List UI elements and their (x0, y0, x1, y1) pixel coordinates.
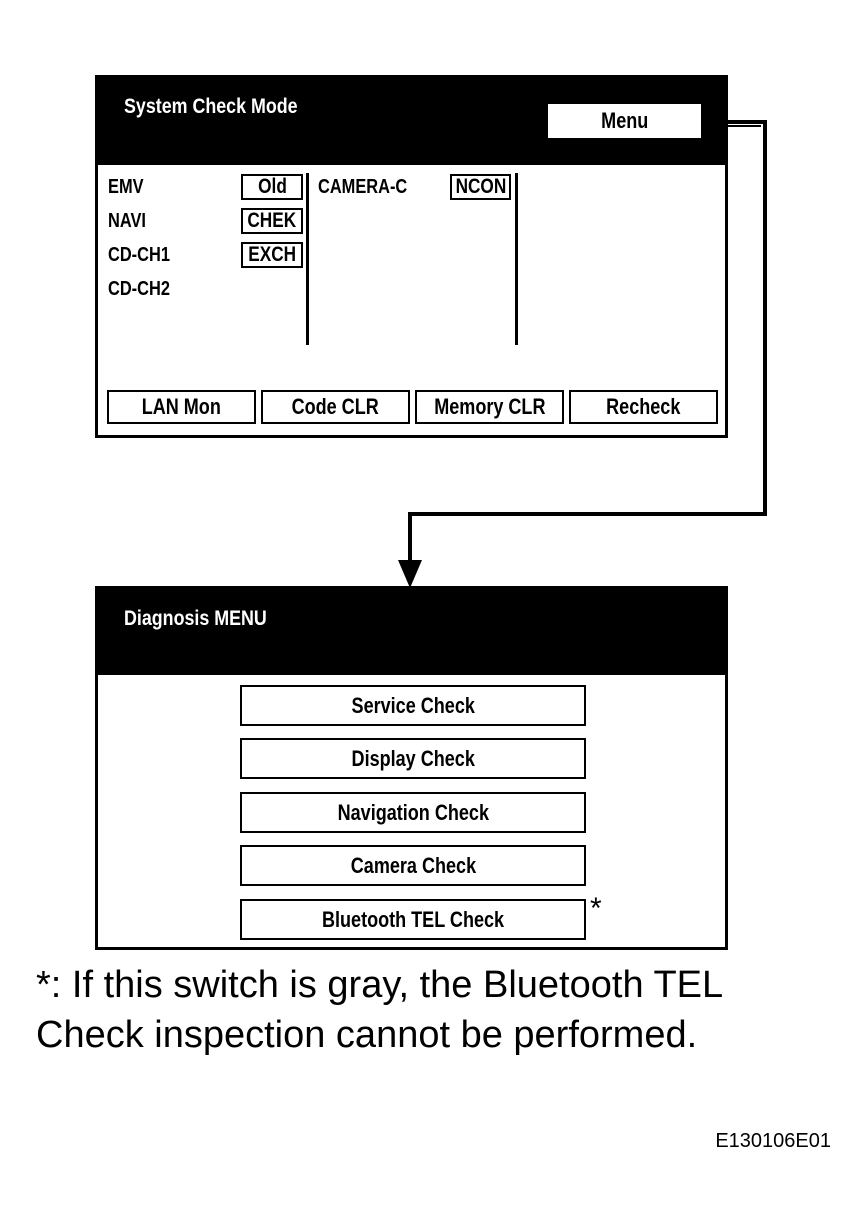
bluetooth-tel-check-button[interactable]: Bluetooth TEL Check (240, 899, 586, 940)
footnote-asterisk: * (590, 892, 602, 925)
status-badge-emv: Old (241, 174, 303, 200)
diagnosis-menu-screen: Diagnosis MENU Service Check Display Che… (95, 586, 728, 950)
display-check-button[interactable]: Display Check (240, 738, 586, 779)
row-label-cd-ch1: CD-CH1 (108, 244, 170, 266)
status-badge-camera-c: NCON (450, 174, 511, 200)
column-divider-1 (306, 173, 309, 345)
row-label-navi: NAVI (108, 210, 146, 232)
footnote-text: *: If this switch is gray, the Bluetooth… (36, 964, 722, 1056)
row-label-camera-c: CAMERA-C (318, 176, 408, 198)
camera-check-button[interactable]: Camera Check (240, 845, 586, 886)
row-label-emv: EMV (108, 176, 144, 198)
column-divider-2 (515, 173, 518, 345)
diagnosis-menu-header: Diagnosis MENU (98, 589, 725, 675)
navigation-check-button[interactable]: Navigation Check (240, 792, 586, 833)
row-label-cd-ch2: CD-CH2 (108, 278, 170, 300)
memory-clr-button[interactable]: Memory CLR (415, 390, 564, 424)
recheck-button[interactable]: Recheck (569, 390, 718, 424)
status-badge-navi: CHEK (241, 208, 303, 234)
system-check-header: System Check Mode Menu (98, 78, 725, 165)
service-check-button[interactable]: Service Check (240, 685, 586, 726)
system-check-title: System Check Mode (124, 95, 298, 118)
figure-id: E130106E01 (715, 1130, 831, 1152)
status-badge-cd-ch1: EXCH (241, 242, 303, 268)
menu-button[interactable]: Menu (548, 104, 701, 138)
code-clr-button[interactable]: Code CLR (261, 390, 410, 424)
lan-mon-button[interactable]: LAN Mon (107, 390, 256, 424)
diagnosis-menu-title: Diagnosis MENU (124, 607, 267, 630)
system-check-screen: System Check Mode Menu EMV Old NAVI CHEK… (95, 75, 728, 438)
menu-button-label: Menu (600, 108, 649, 133)
